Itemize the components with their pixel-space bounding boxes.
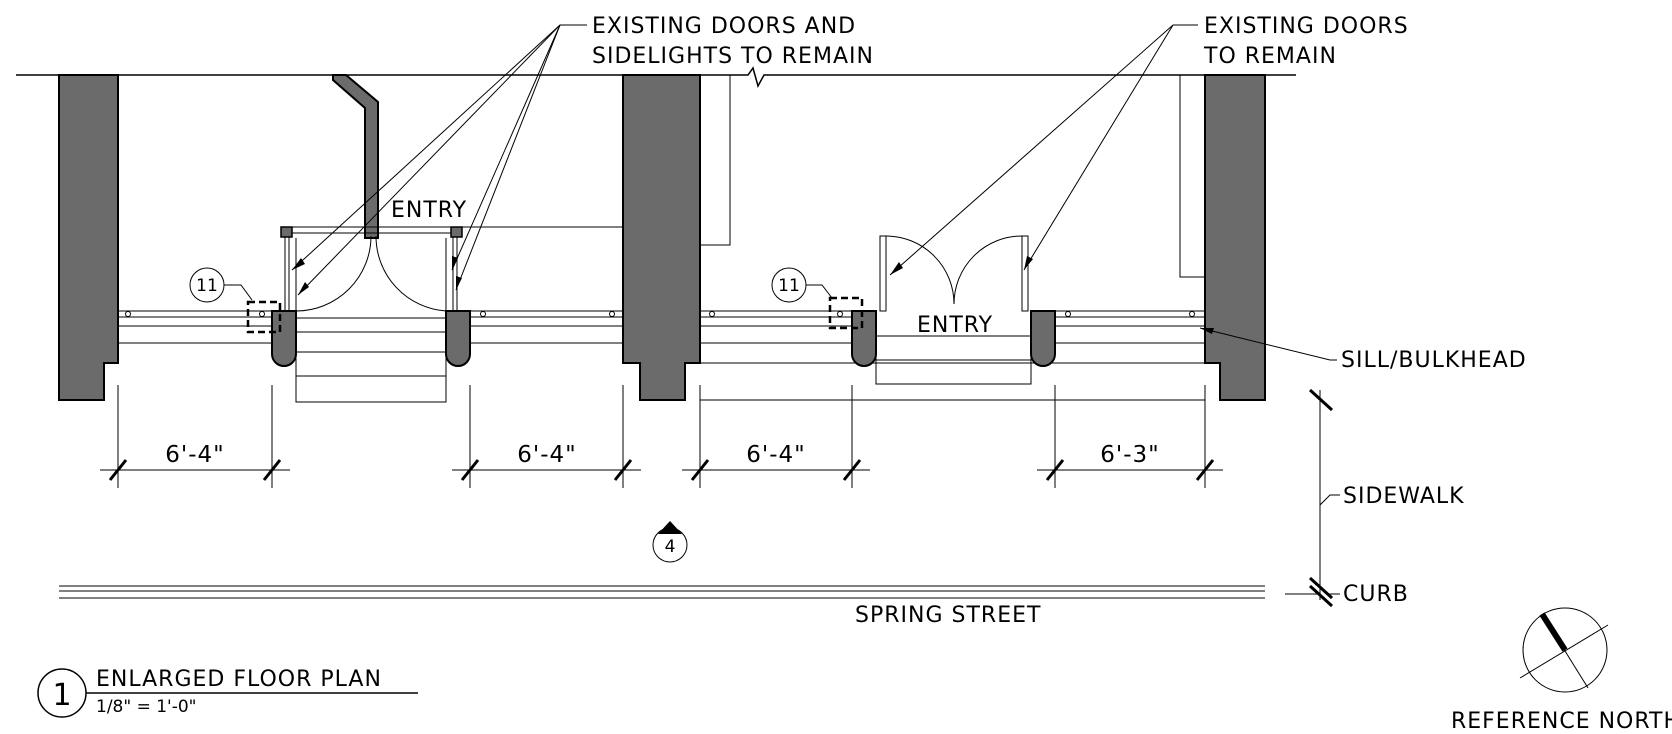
north-arrow-icon — [1519, 607, 1609, 693]
section-marker-number: 4 — [665, 537, 676, 557]
label-existing-doors-line1: EXISTING DOORS — [1204, 14, 1409, 39]
leader-existing-doors — [889, 24, 1198, 276]
pier-center — [622, 74, 701, 401]
storefront-glazing — [118, 310, 1205, 344]
section-marker: 4 — [652, 521, 688, 563]
title-block: 1 ENLARGED FLOOR PLAN 1/8" = 1'-0" — [37, 667, 418, 718]
keynote-11-left: 11 — [189, 267, 253, 303]
leader-existing-doors-sidelights — [291, 24, 587, 296]
label-curb: CURB — [1343, 582, 1409, 607]
label-existing-doors-line2: TO REMAIN — [1203, 44, 1337, 69]
dimension-strings — [100, 385, 1340, 608]
keynote-boxes — [246, 296, 864, 334]
leader-sill-bulkhead — [1199, 327, 1337, 361]
keynote-number: 11 — [778, 276, 800, 296]
label-entry-right: ENTRY — [917, 313, 993, 338]
partition-center — [699, 74, 731, 246]
label-existing-doors-sidelights-line1: EXISTING DOORS AND — [592, 14, 856, 39]
partition-right — [1179, 74, 1206, 278]
keynote-11-right: 11 — [771, 267, 833, 303]
masonry-piers — [58, 74, 1266, 401]
pier-right — [1204, 74, 1266, 401]
label-sidewalk: SIDEWALK — [1343, 484, 1465, 509]
title-number: 1 — [52, 678, 71, 713]
dimension-2: 6'-4" — [517, 442, 576, 468]
label-street: SPRING STREET — [855, 603, 1041, 628]
title-text: ENLARGED FLOOR PLAN — [96, 667, 382, 692]
label-entry-left: ENTRY — [391, 198, 467, 223]
label-sill-bulkhead: SILL/BULKHEAD — [1341, 348, 1527, 373]
angled-partition — [332, 74, 379, 239]
dimension-3: 6'-4" — [746, 442, 805, 468]
keynote-number: 11 — [196, 276, 218, 296]
curb-lines — [59, 585, 1320, 599]
label-existing-doors-sidelights-line2: SIDELIGHTS TO REMAIN — [592, 44, 874, 69]
label-reference-north: REFERENCE NORTH — [1451, 709, 1672, 734]
dimension-4: 6'-3" — [1100, 442, 1159, 468]
pier-left — [58, 74, 119, 401]
dimension-1: 6'-4" — [165, 442, 224, 468]
title-scale: 1/8" = 1'-0" — [96, 697, 197, 717]
left-entry — [280, 226, 463, 403]
right-entry — [875, 235, 1032, 385]
interior-partitions — [332, 74, 1206, 278]
